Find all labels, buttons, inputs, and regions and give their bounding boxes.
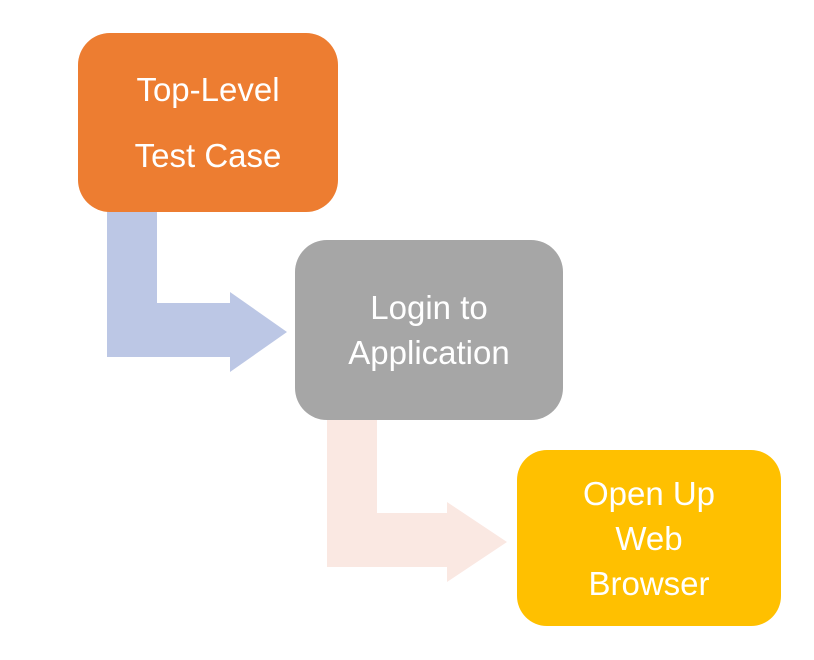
node-label-line: Browser (588, 564, 710, 602)
node-top-level-test-case[interactable]: Top-Level Test Case (78, 33, 338, 212)
node-login-to-application[interactable]: Login to Application (295, 240, 563, 420)
node-label-line: Application (348, 334, 510, 371)
elbow-arrow-connector-2[interactable] (327, 418, 507, 582)
elbow-arrow-connector-1[interactable] (107, 210, 287, 372)
node-label-line: Open Up (582, 474, 716, 512)
node-label-line: Web (615, 519, 683, 557)
node-label-line: Test Case (134, 136, 282, 174)
node-label-line: Login to (370, 289, 488, 326)
node-open-up-web-browser[interactable]: Open Up Web Browser (517, 450, 781, 626)
node-label-line: Top-Level (136, 70, 280, 108)
